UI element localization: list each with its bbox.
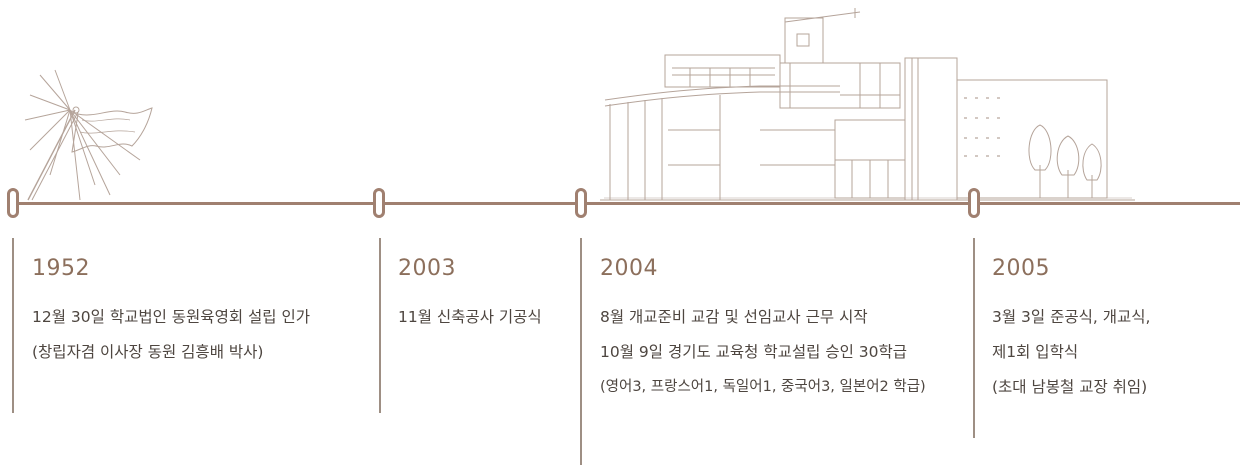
divider-2004 bbox=[580, 238, 582, 465]
timeline-marker-2004 bbox=[575, 188, 587, 218]
event-2004: 2004 8월 개교준비 교감 및 선임교사 근무 시작 10월 9일 경기도 … bbox=[600, 256, 926, 405]
divider-1952 bbox=[12, 238, 14, 413]
flag-sketch bbox=[24, 69, 153, 201]
event-line: (영어3, 프랑스어1, 독일어1, 중국어3, 일본어2 학급) bbox=[600, 379, 926, 395]
event-line: 11월 신축공사 기공식 bbox=[398, 308, 542, 326]
event-line: (초대 남봉철 교장 취임) bbox=[992, 378, 1148, 396]
divider-2005 bbox=[973, 238, 975, 438]
header-illustrations bbox=[24, 8, 1135, 201]
school-building-sketch bbox=[600, 8, 1135, 201]
timeline-marker-1952 bbox=[7, 188, 19, 218]
timeline-marker-2005 bbox=[968, 188, 980, 218]
event-line: 제1회 입학식 bbox=[992, 343, 1079, 361]
timeline-marker-2003 bbox=[373, 188, 385, 218]
timeline-line bbox=[14, 202, 1240, 205]
event-year: 2005 bbox=[992, 256, 1050, 281]
divider-2003 bbox=[379, 238, 381, 413]
event-line: 10월 9일 경기도 교육청 학교설립 승인 30학급 bbox=[600, 343, 908, 361]
event-year: 1952 bbox=[32, 256, 90, 281]
event-description: 8월 개교준비 교감 및 선임교사 근무 시작 10월 9일 경기도 교육청 학… bbox=[600, 300, 926, 405]
event-line: (창립자겸 이사장 동원 김흥배 박사) bbox=[32, 343, 264, 361]
event-year: 2003 bbox=[398, 256, 456, 281]
event-line: 12월 30일 학교법인 동원육영회 설립 인가 bbox=[32, 308, 310, 326]
event-2005: 2005 3월 3일 준공식, 개교식, 제1회 입학식 (초대 남봉철 교장 … bbox=[992, 256, 1150, 405]
event-description: 3월 3일 준공식, 개교식, 제1회 입학식 (초대 남봉철 교장 취임) bbox=[992, 300, 1150, 405]
event-description: 12월 30일 학교법인 동원육영회 설립 인가 (창립자겸 이사장 동원 김흥… bbox=[32, 300, 310, 370]
event-2003: 2003 11월 신축공사 기공식 bbox=[398, 256, 542, 335]
event-line: 8월 개교준비 교감 및 선임교사 근무 시작 bbox=[600, 308, 868, 326]
event-1952: 1952 12월 30일 학교법인 동원육영회 설립 인가 (창립자겸 이사장 … bbox=[32, 256, 310, 370]
event-year: 2004 bbox=[600, 256, 658, 281]
event-description: 11월 신축공사 기공식 bbox=[398, 300, 542, 335]
event-line: 3월 3일 준공식, 개교식, bbox=[992, 308, 1151, 326]
